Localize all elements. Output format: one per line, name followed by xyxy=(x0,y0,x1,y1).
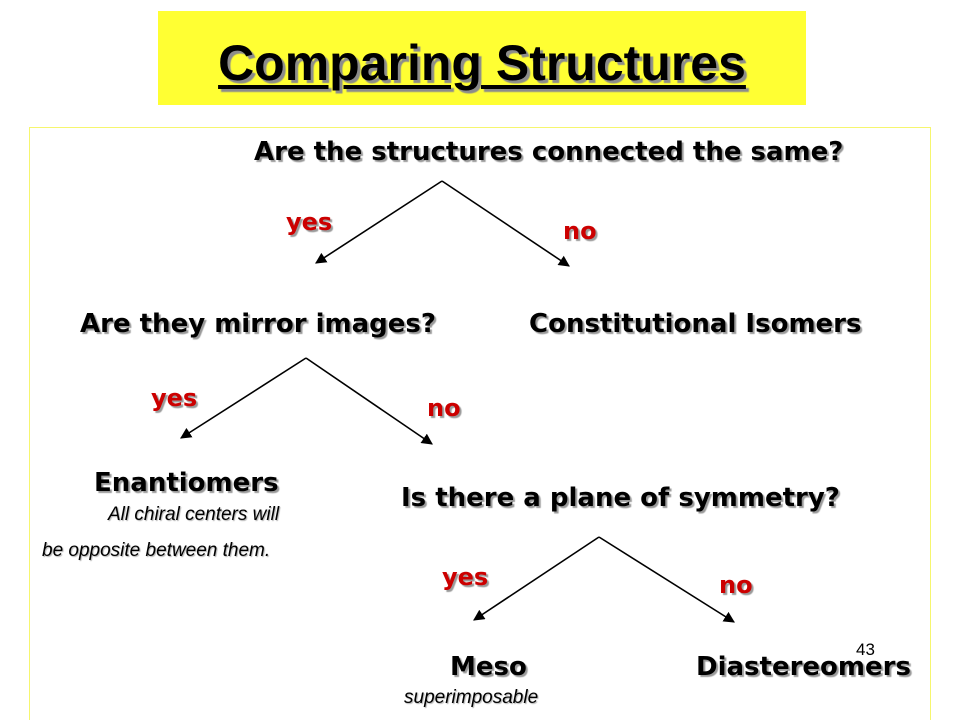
question-symmetry: Is there a plane of symmetry? xyxy=(401,483,840,513)
arrow-connected-no xyxy=(441,180,570,267)
answer-yes-connected: yes xyxy=(286,208,333,236)
outcome-diastereomers: Diastereomers xyxy=(696,652,911,682)
content-frame xyxy=(29,127,931,720)
answer-no-connected: no xyxy=(563,217,597,245)
answer-no-symmetry: no xyxy=(719,571,753,599)
arrow-symmetry-no xyxy=(598,536,735,623)
arrow-mirror-yes xyxy=(180,357,307,439)
question-connected: Are the structures connected the same? xyxy=(254,137,844,167)
arrow-symmetry-yes xyxy=(473,536,600,621)
arrow-connected-yes xyxy=(315,180,443,264)
title-banner: Comparing Structures xyxy=(158,11,806,105)
page-number: 43 xyxy=(856,640,875,659)
answer-yes-mirror: yes xyxy=(151,384,198,412)
enantiomers-note-line2: be opposite between them. xyxy=(42,540,271,561)
enantiomers-note-line1: All chiral centers will xyxy=(108,504,280,525)
slide-title: Comparing Structures xyxy=(218,35,746,91)
outcome-constitutional-isomers: Constitutional Isomers xyxy=(529,309,862,339)
answer-yes-symmetry: yes xyxy=(442,563,489,591)
question-mirror: Are they mirror images? xyxy=(80,309,436,339)
outcome-enantiomers: Enantiomers xyxy=(94,468,279,498)
outcome-meso: Meso xyxy=(450,652,527,682)
meso-note: superimposable xyxy=(404,687,539,708)
answer-no-mirror: no xyxy=(427,394,461,422)
arrow-mirror-no xyxy=(305,357,433,445)
